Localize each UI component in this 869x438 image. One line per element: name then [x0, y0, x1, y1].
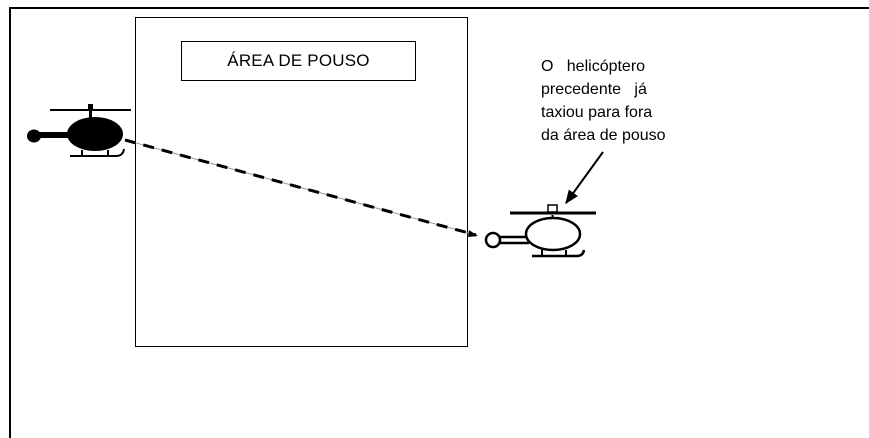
landing-area [135, 17, 468, 347]
landing-area-label: ÁREA DE POUSO [227, 51, 370, 70]
approach-path-arrowhead [468, 230, 478, 237]
annotation-line: da área de pouso [541, 127, 666, 144]
approach-path-dashes [124, 138, 477, 237]
annotation-text: O helicóptero precedente já taxiou para … [541, 55, 741, 147]
annotation-line: taxiou para fora [541, 104, 653, 121]
landing-area-label-box: ÁREA DE POUSO [181, 41, 416, 81]
annotation-arrow [565, 151, 604, 205]
helicopter-outline-icon [484, 204, 596, 258]
annotation-line: precedente já [541, 81, 647, 98]
approach-path [124, 138, 478, 237]
diagram-frame [9, 7, 869, 438]
helicopter-filled-icon [27, 104, 131, 157]
annotation-line: O helicóptero [541, 58, 646, 75]
